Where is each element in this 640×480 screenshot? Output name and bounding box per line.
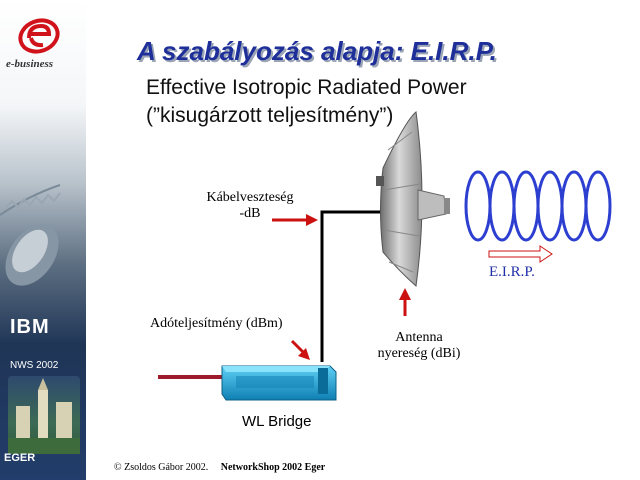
subtitle-line-2: (”kisugárzott teljesítmény”) — [146, 104, 394, 127]
city-image — [8, 376, 80, 454]
sidebar: e-business IBM NWS 2002 EGER — [0, 0, 86, 480]
event-badge: NWS 2002 — [10, 360, 59, 371]
mouse-icon — [0, 184, 61, 286]
antenna-cable — [320, 210, 384, 362]
eirp-arrow-icon — [488, 245, 553, 263]
footer-event: NetworkShop 2002 Eger — [220, 462, 326, 473]
slide-title: A szabályozás alapja: E.I.R.P. — [137, 36, 497, 66]
antenna-gain-label: Antenna nyereség (dBi) — [377, 330, 461, 361]
city-label: EGER — [4, 452, 36, 464]
tx-power-label: Adóteljesítmény (dBm) — [150, 316, 283, 331]
ibm-logo: IBM — [10, 316, 50, 338]
eirp-label: E.I.R.P. — [489, 264, 535, 280]
footer-copyright: © Zsoldos Gábor 2002. — [114, 462, 209, 473]
wl-bridge-label: WL Bridge — [242, 413, 312, 430]
slide-subtitle: Effective Isotropic Radiated Power (”kis… — [146, 74, 467, 130]
dish-antenna-icon — [376, 111, 450, 287]
subtitle-line-1: Effective Isotropic Radiated Power — [146, 76, 467, 99]
ebusiness-logo-icon — [18, 18, 60, 54]
cable-loss-label: Kábelveszteség -dB — [206, 190, 294, 221]
radiation-wave-icon — [464, 170, 612, 242]
cable-loss-arrow-icon — [272, 214, 318, 226]
brand-text: e-business — [6, 58, 54, 70]
footer: © Zsoldos Gábor 2002. NetworkShop 2002 E… — [114, 462, 325, 473]
antenna-gain-arrow-icon — [399, 288, 411, 316]
wl-bridge-icon — [221, 365, 337, 401]
tx-power-arrow-icon — [290, 339, 310, 360]
